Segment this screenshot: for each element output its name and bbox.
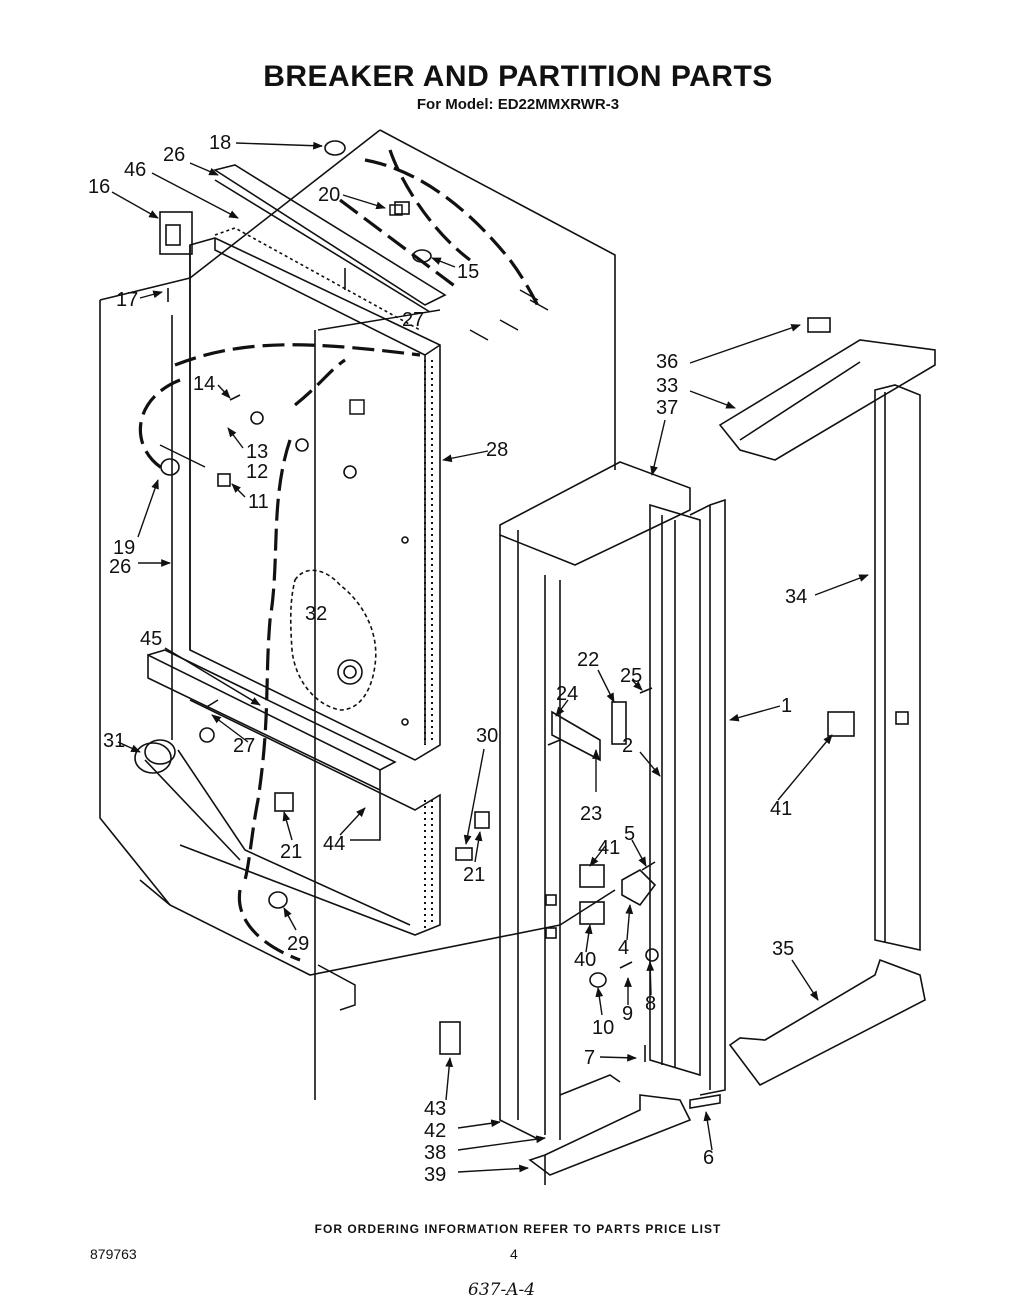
callout-43: 43: [424, 1098, 446, 1120]
callout-12: 12: [246, 461, 268, 483]
fresh-food-breaker-frame: [499, 461, 726, 1185]
ordering-info-footer: FOR ORDERING INFORMATION REFER TO PARTS …: [314, 1222, 722, 1236]
callout-19: 19: [113, 537, 135, 559]
callout-7: 7: [584, 1047, 595, 1069]
callout-35: 35: [772, 938, 794, 960]
callout-45: 45: [140, 628, 162, 650]
callout-17: 17: [116, 289, 138, 311]
callout-21-right: 21: [463, 864, 485, 886]
callout-26-top: 26: [163, 144, 185, 166]
callout-2: 2: [622, 735, 633, 757]
harness-connectors: [317, 204, 549, 1011]
callout-labels: 18 26 46 16 17 20 15 27 14 13 12 11 28 1…: [88, 132, 807, 1186]
callout-26-mid: 26: [109, 556, 131, 578]
callout-20: 20: [318, 184, 340, 206]
callout-18: 18: [209, 132, 231, 154]
control-components: [439, 687, 721, 1109]
callout-5: 5: [624, 823, 635, 845]
handwritten-note: 637-A-4: [468, 1280, 536, 1300]
callout-32: 32: [305, 603, 327, 625]
callout-10: 10: [592, 1017, 614, 1039]
callout-42: 42: [424, 1120, 446, 1142]
callout-31: 31: [103, 730, 125, 752]
document-number: 879763: [90, 1246, 137, 1262]
callout-15: 15: [457, 261, 479, 283]
callout-24: 24: [556, 683, 578, 705]
callout-28: 28: [486, 439, 508, 461]
callout-36: 36: [656, 351, 678, 373]
freezer-breaker-frame: [144, 164, 447, 936]
callout-22: 22: [577, 649, 599, 671]
callout-41-panel: 41: [598, 837, 620, 859]
callout-40: 40: [574, 949, 596, 971]
callout-16: 16: [88, 176, 110, 198]
callout-29: 29: [287, 933, 309, 955]
callout-39: 39: [424, 1164, 446, 1186]
callout-9: 9: [622, 1003, 633, 1025]
callout-13: 13: [246, 441, 268, 463]
callout-41-frame: 41: [770, 798, 792, 820]
callout-27-top: 27: [402, 309, 424, 331]
callout-33: 33: [656, 375, 678, 397]
wiring-harness: [138, 149, 542, 962]
callout-25: 25: [620, 665, 642, 687]
callout-4: 4: [618, 937, 629, 959]
callout-27-low: 27: [233, 735, 255, 757]
callout-leaders: [111, 141, 869, 1173]
callout-46: 46: [124, 159, 146, 181]
callout-23: 23: [580, 803, 602, 825]
callout-1: 1: [781, 695, 792, 717]
callout-30: 30: [476, 725, 498, 747]
callout-11: 11: [248, 491, 269, 513]
callout-37: 37: [656, 397, 678, 419]
small-parts: [134, 140, 490, 909]
cabinet-liner: [99, 129, 616, 1100]
model-subtitle: For Model: ED22MMXRWR-3: [416, 96, 620, 113]
callout-21-left: 21: [280, 841, 302, 863]
callout-14: 14: [193, 373, 215, 395]
right-trim-frame: [718, 317, 936, 1087]
callout-6: 6: [703, 1147, 714, 1169]
callout-38: 38: [424, 1142, 446, 1164]
callout-8: 8: [645, 993, 656, 1015]
callout-44: 44: [323, 833, 345, 855]
callout-34: 34: [785, 586, 807, 608]
page-number: 4: [510, 1246, 518, 1262]
diagram-title: BREAKER AND PARTITION PARTS: [263, 60, 773, 93]
